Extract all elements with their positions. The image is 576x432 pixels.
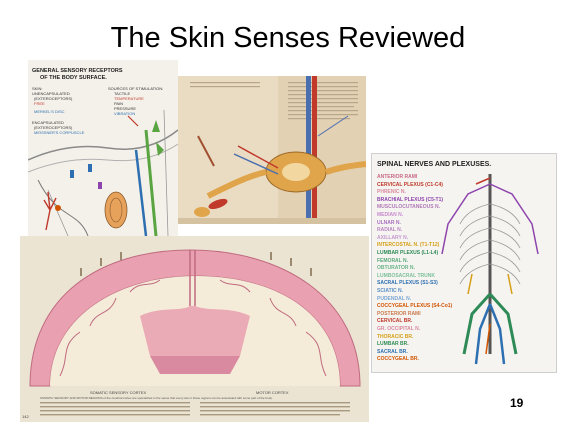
nerve-label: OBTURATOR N. <box>377 265 415 272</box>
stimulus-label: VIBRATION <box>114 111 136 116</box>
stimulus-label: PAIN <box>114 101 124 106</box>
receptor-label: SKIN: <box>32 86 43 91</box>
nerve-label: LUMBAR BR. <box>377 341 409 348</box>
stimulus-label: TACTILE <box>114 91 131 96</box>
nerve-label: ANTERIOR RAMI <box>377 174 418 180</box>
receptors-heading-1: GENERAL SENSORY RECEPTORS <box>32 68 123 74</box>
skin-cross-section-drawing <box>28 109 178 236</box>
spinal-nerves-chart: SPINAL NERVES AND PLEXUSES. ANTERIOR RAM… <box>371 153 557 373</box>
sensory-cortex-caption: SOMATIC SENSORY CORTEX <box>90 390 147 395</box>
nerve-label: PUDENDAL N. <box>377 295 412 302</box>
pacinian-corpuscle-icon <box>104 191 128 229</box>
spinal-cord-drawing <box>178 76 366 224</box>
nerve-label: SACRAL BR. <box>377 348 408 355</box>
nerve-label: PHRENIC N. <box>377 189 406 196</box>
page-number: 19 <box>510 396 524 410</box>
cortex-drawing <box>29 249 361 416</box>
stimulus-label: SOURCES OF STIMULATION: <box>108 86 164 91</box>
nerve-skeleton-drawing <box>441 174 539 365</box>
stimulus-label: TEMPERATURE <box>114 96 144 101</box>
receptors-illustration: GENERAL SENSORY RECEPTORS OF THE BODY SU… <box>28 60 178 236</box>
nerve-label: ULNAR N. <box>377 219 401 226</box>
nerve-label: THORACIC BR. <box>377 333 414 340</box>
nerve-label: CERVICAL BR. <box>377 318 413 325</box>
nerve-label: CERVICAL PLEXUS (C1-C4) <box>377 181 443 188</box>
page-marker: 142 <box>22 414 29 419</box>
receptor-label: ENCAPSULATED <box>32 120 64 125</box>
spinal-nerves-heading: SPINAL NERVES AND PLEXUSES. <box>377 161 492 168</box>
cortex-page: SOMATIC SENSORY CORTEX MOTOR CORTEX SOMA… <box>20 236 369 422</box>
nerve-label: COCCYGEAL PLEXUS (S4-Co1) <box>377 303 453 310</box>
receptor-label: MEISSNER'S CORPUSCLE <box>34 130 85 135</box>
receptor-label: UNENCAPSULATED <box>32 91 70 96</box>
nerve-label: RADIAL N. <box>377 227 403 234</box>
motor-cortex-caption: MOTOR CORTEX <box>256 390 289 395</box>
nerve-label: MEDIAN N. <box>377 212 404 218</box>
receptor-label: FREE <box>34 101 45 106</box>
cortex-body-text: SOMATIC SENSORY AND MOTOR REGIONS of the… <box>40 396 273 400</box>
nerve-label: MUSCULOCUTANEOUS N. <box>377 204 440 211</box>
nerve-label: LUMBAR PLEXUS (L1-L4) <box>377 250 439 256</box>
nerve-label: SCIATIC N. <box>377 288 404 294</box>
nerve-label: BRACHIAL PLEXUS (C5-T1) <box>377 196 444 203</box>
nerve-label: GR. OCCIPITAL N. <box>377 326 421 332</box>
nerve-label: SACRAL PLEXUS (S1-S3) <box>377 280 438 287</box>
receptor-label: MERKEL'S DISC <box>34 109 65 114</box>
slide-title: The Skin Senses Reviewed <box>110 22 466 54</box>
free-nerve-ending-icon <box>43 191 57 231</box>
nerve-label: INTERCOSTAL N. (T1-T12) <box>377 242 440 249</box>
stimulus-label: PRESSURE <box>114 106 137 111</box>
spinal-cord-page <box>178 76 366 224</box>
nerve-label: POSTERIOR RAMI <box>377 310 421 317</box>
nerve-label: FEMORAL N. <box>377 257 409 264</box>
receptor-label: (EXTEROCEPTORS) <box>34 125 73 130</box>
receptors-heading-2: OF THE BODY SURFACE. <box>40 75 107 81</box>
nerve-label: AXILLARY N. <box>377 234 409 241</box>
nerve-label: COCCYGEAL BR. <box>377 356 419 363</box>
receptor-label: (EXTEROCEPTORS) <box>34 96 73 101</box>
nerve-label: LUMBOSACRAL TRUNK <box>377 272 435 279</box>
